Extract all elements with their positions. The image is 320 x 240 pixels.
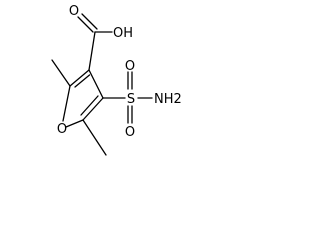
ring-oxygen-label: O	[57, 122, 67, 137]
bonds	[51, 13, 153, 156]
bond-o1-c2	[62, 85, 71, 122]
atom-labels: O OH O O S O NH2	[57, 4, 182, 140]
hydroxyl-label: OH	[113, 26, 133, 41]
bond-c3-carboxyl-c	[88, 31, 96, 71]
bond-c5-methyl	[82, 119, 107, 156]
sulfur-label: S	[127, 92, 135, 107]
bond-c5-o1	[65, 119, 84, 128]
bond-c4-c5-inner	[80, 95, 99, 116]
bond-c2-methyl	[51, 59, 71, 87]
sulfonyl-oxygen-top-label: O	[125, 59, 135, 74]
bond-c3-c4	[88, 69, 104, 99]
amine-text: NH2	[154, 92, 182, 107]
carboxyl-oxygen-label: O	[69, 4, 79, 19]
chemical-structure: O OH O O S O NH2	[51, 4, 182, 156]
bond-c4-c5	[82, 97, 104, 121]
bond-c2-c3	[69, 69, 90, 87]
bond-carboxyl-c-o-double-b	[81, 13, 98, 30]
sulfonyl-oxygen-bottom-label: O	[125, 125, 135, 140]
bond-carboxyl-c-o-double-a	[77, 16, 94, 33]
amine-label: NH2	[154, 92, 182, 107]
bond-c2-c3-inner	[74, 74, 91, 88]
